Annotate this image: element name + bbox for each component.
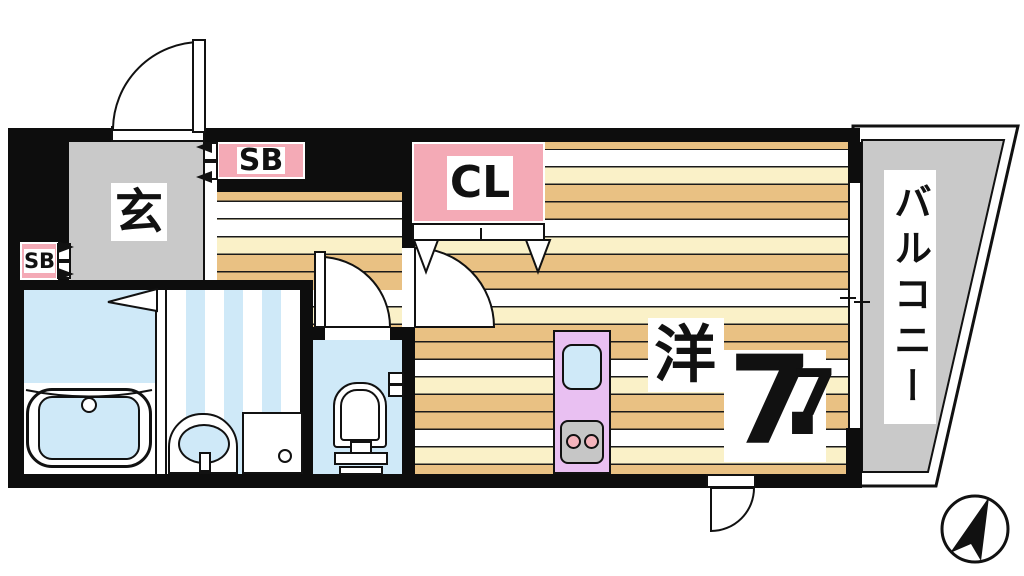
wall-hall-room-lower — [402, 327, 415, 474]
shoebox-left-door-mark-a — [57, 243, 71, 261]
closet-label: CL — [447, 156, 513, 210]
window-post-top — [848, 142, 862, 183]
wall-under-shoebox — [217, 179, 305, 192]
wall-bottom-left — [8, 474, 708, 488]
shoe-box-left-label: SB — [23, 248, 56, 273]
room-label-bg-kanji — [648, 318, 724, 392]
closet-track-divider — [480, 228, 482, 241]
hallway-floor — [217, 192, 402, 280]
room-label-bg-size — [724, 350, 826, 462]
hallway-floor-lower — [313, 280, 402, 327]
toilet-bowl-inner — [340, 389, 380, 441]
washer-drain — [278, 449, 292, 463]
sink-pedestal — [199, 452, 211, 472]
room-doorway — [402, 248, 415, 327]
toilet-paper-holder-b — [388, 384, 404, 397]
wall-top — [203, 128, 860, 142]
western-room-label: 洋 — [654, 318, 717, 391]
entrance-label: 玄 — [111, 183, 167, 241]
balcony-label: バルコニー — [884, 170, 936, 424]
wall-top-left — [8, 128, 113, 142]
wall-left — [8, 128, 24, 488]
wall-storage-block — [305, 142, 415, 192]
toilet-base — [339, 466, 383, 475]
stove-burner-left — [566, 434, 581, 449]
western-room-size-whole: 7 — [728, 330, 813, 472]
window-post-bottom — [846, 428, 862, 488]
toilet-doorway — [325, 327, 390, 340]
balcony-window — [848, 183, 862, 428]
bottom-door-sill — [706, 474, 756, 488]
wall-hall-room-upper — [402, 192, 415, 248]
shoebox-door-mark-b — [203, 161, 218, 180]
washing-machine-pan — [242, 412, 303, 474]
western-room-size-fraction: 7 — [792, 357, 837, 431]
shoe-box-top-label: SB — [237, 142, 285, 178]
western-room-size-dot: . — [780, 324, 825, 462]
wall-bottom-right — [754, 474, 862, 488]
shoebox-left-door-mark-b — [57, 261, 71, 279]
shoebox-door-mark-a — [203, 142, 218, 161]
kitchen-sink — [562, 344, 602, 390]
closet-door-track — [412, 223, 545, 241]
stove-burner-right — [584, 434, 599, 449]
toilet-tank — [334, 452, 388, 465]
wall-toilet-top-left — [300, 327, 325, 340]
entrance-door-sill — [111, 126, 205, 142]
bathtub-faucet — [81, 397, 97, 413]
wall-toilet-top-right — [390, 327, 402, 340]
bath-washroom-partition — [155, 290, 167, 474]
wall-entrance-bath — [8, 280, 313, 290]
